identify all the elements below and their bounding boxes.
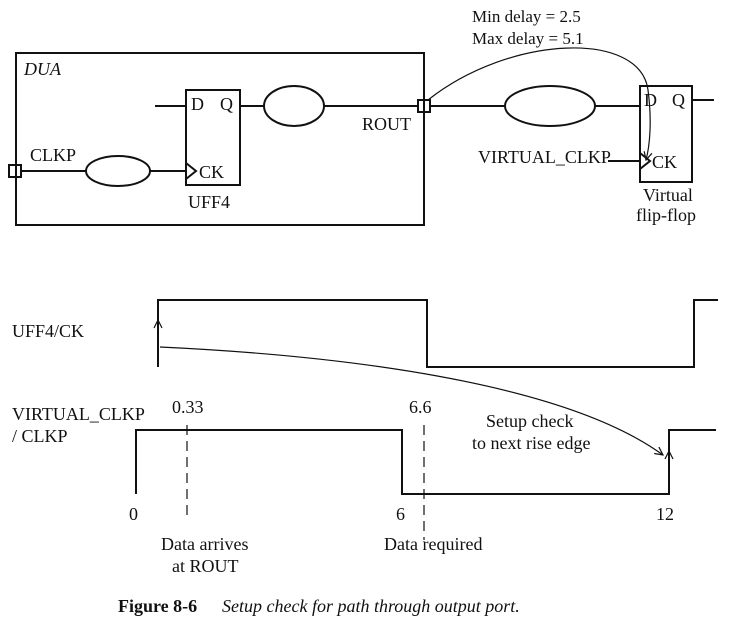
virtual-caption-2: flip-flop (636, 205, 696, 225)
uff4-clock-pin (185, 162, 198, 180)
setup-note-1: Setup check (486, 411, 573, 431)
dua-block (15, 52, 425, 226)
uff4-q-pin: Q (220, 94, 233, 114)
virtual-clock-pin (639, 152, 652, 170)
external-delay (504, 85, 596, 127)
tick-12-label: 12 (656, 504, 674, 524)
setup-check-arrow (159, 346, 663, 455)
uff4-ck-wave-label: UFF4/CK (12, 321, 84, 341)
tick-0-label: 0 (129, 504, 138, 524)
virtual-q-pin: Q (672, 90, 685, 110)
vclk-wave-label-1: VIRTUAL_CLKP (12, 404, 145, 424)
figure-caption: Setup check for path through output port… (222, 596, 520, 616)
setup-note-2: to next rise edge (472, 433, 590, 453)
data-arrives-2: at ROUT (172, 556, 239, 576)
arrival-time-label: 0.33 (172, 397, 204, 417)
data-arrives-1: Data arrives (161, 534, 248, 554)
uff4-flop (185, 89, 241, 186)
virtual-ck-pin: CK (652, 152, 677, 172)
min-delay-label: Min delay = 2.5 (472, 7, 581, 26)
virtual-clkp-label: VIRTUAL_CLKP (478, 147, 611, 167)
rout-label: ROUT (362, 114, 411, 134)
vclk-waveform (135, 429, 716, 495)
vclk-wave-label-2: / CLKP (12, 426, 68, 446)
figure-number: Figure 8-6 (118, 596, 197, 616)
tick-6-label: 6 (396, 504, 405, 524)
uff4-ck-pin: CK (199, 162, 224, 182)
uff4-d-pin: D (191, 94, 204, 114)
output-logic (263, 85, 325, 127)
data-required-label: Data required (384, 534, 482, 554)
clock-buffer (85, 155, 151, 187)
virtual-d-pin: D (644, 90, 657, 110)
virtual-caption-1: Virtual (643, 185, 693, 205)
dua-label: DUA (23, 59, 62, 79)
required-time-label: 6.6 (409, 397, 432, 417)
uff4-ck-waveform (157, 299, 718, 368)
delay-arc-arrow (427, 47, 650, 160)
max-delay-label: Max delay = 5.1 (472, 29, 584, 48)
virtual-flop (639, 85, 693, 183)
uff4-name: UFF4 (188, 192, 230, 212)
clkp-label: CLKP (30, 145, 76, 165)
